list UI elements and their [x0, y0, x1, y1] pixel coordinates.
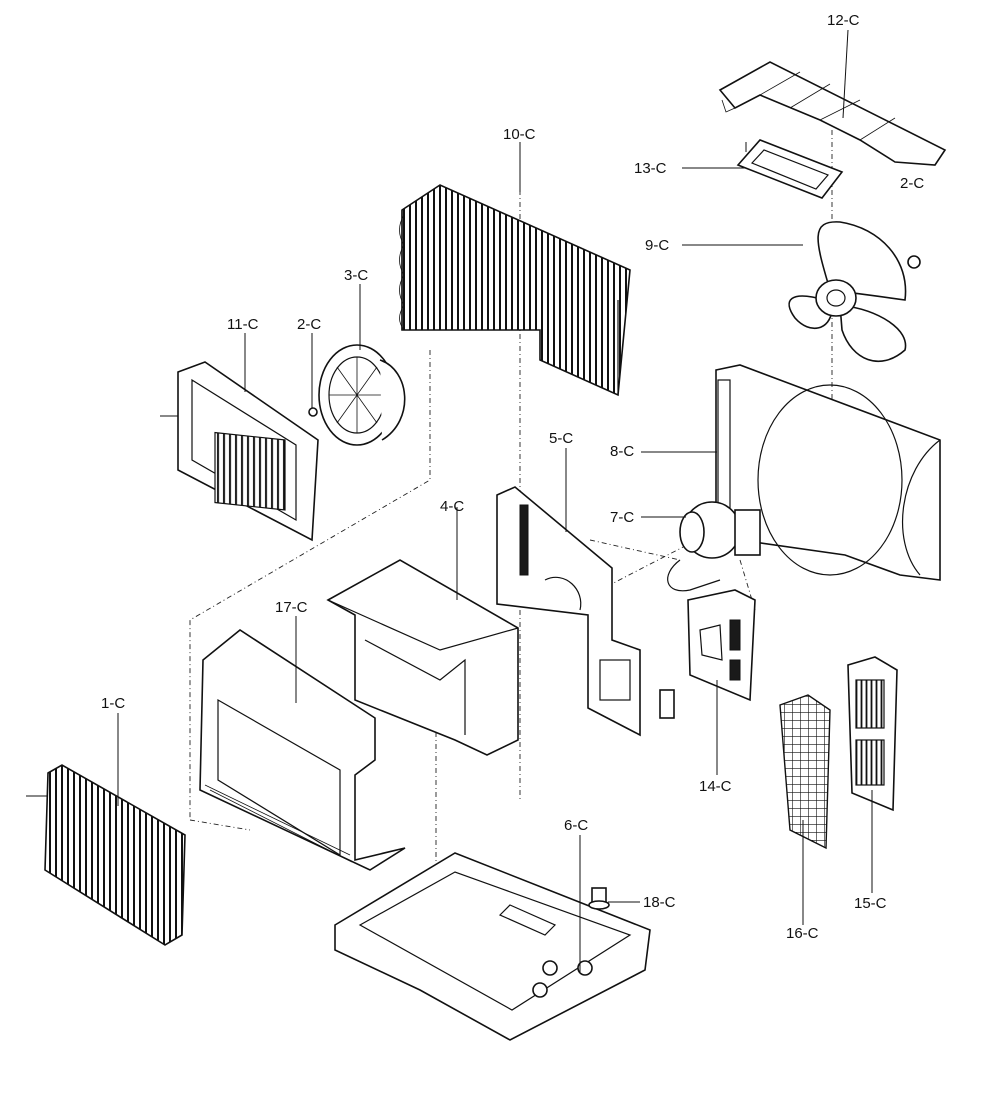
part-front-grille — [26, 764, 186, 946]
label-11-c: 11-C — [227, 316, 259, 333]
label-12-c: 12-C — [827, 12, 860, 29]
label-13-c: 13-C — [634, 160, 667, 177]
part-top-cover — [718, 61, 947, 166]
part-front-frame — [199, 629, 406, 871]
label-2-c-right: 2-C — [900, 175, 925, 192]
label-3-c: 3-C — [344, 267, 369, 284]
part-bracket-plate — [736, 139, 844, 199]
label-10-c: 10-C — [503, 126, 536, 143]
label-17-c: 17-C — [275, 599, 308, 616]
label-18-c: 18-C — [643, 894, 676, 911]
label-5-c: 5-C — [549, 430, 574, 447]
part-base-pan — [334, 852, 651, 1041]
label-15-c: 15-C — [854, 895, 887, 912]
label-4-c: 4-C — [440, 498, 465, 515]
part-side-louver — [847, 656, 898, 812]
part-drain-fitting — [588, 887, 610, 910]
part-control-box — [687, 589, 756, 702]
part-axial-fan — [788, 221, 921, 362]
part-condenser-coil — [399, 184, 631, 397]
label-7-c: 7-C — [610, 509, 635, 526]
label-9-c: 9-C — [645, 237, 670, 254]
part-fan-motor — [667, 501, 761, 592]
label-14-c: 14-C — [699, 778, 732, 795]
label-8-c: 8-C — [610, 443, 635, 460]
label-16-c: 16-C — [786, 925, 819, 942]
part-clip-small — [308, 407, 318, 417]
part-air-duct — [326, 559, 519, 756]
label-1-c: 1-C — [101, 695, 126, 712]
leader-lines — [117, 29, 873, 972]
label-6-c: 6-C — [564, 817, 589, 834]
label-2-c-left: 2-C — [297, 316, 322, 333]
part-blower-wheel — [318, 344, 406, 446]
part-evaporator-frame — [160, 361, 319, 542]
part-filter-grid — [779, 694, 831, 850]
part-mounting-plate — [496, 486, 675, 737]
